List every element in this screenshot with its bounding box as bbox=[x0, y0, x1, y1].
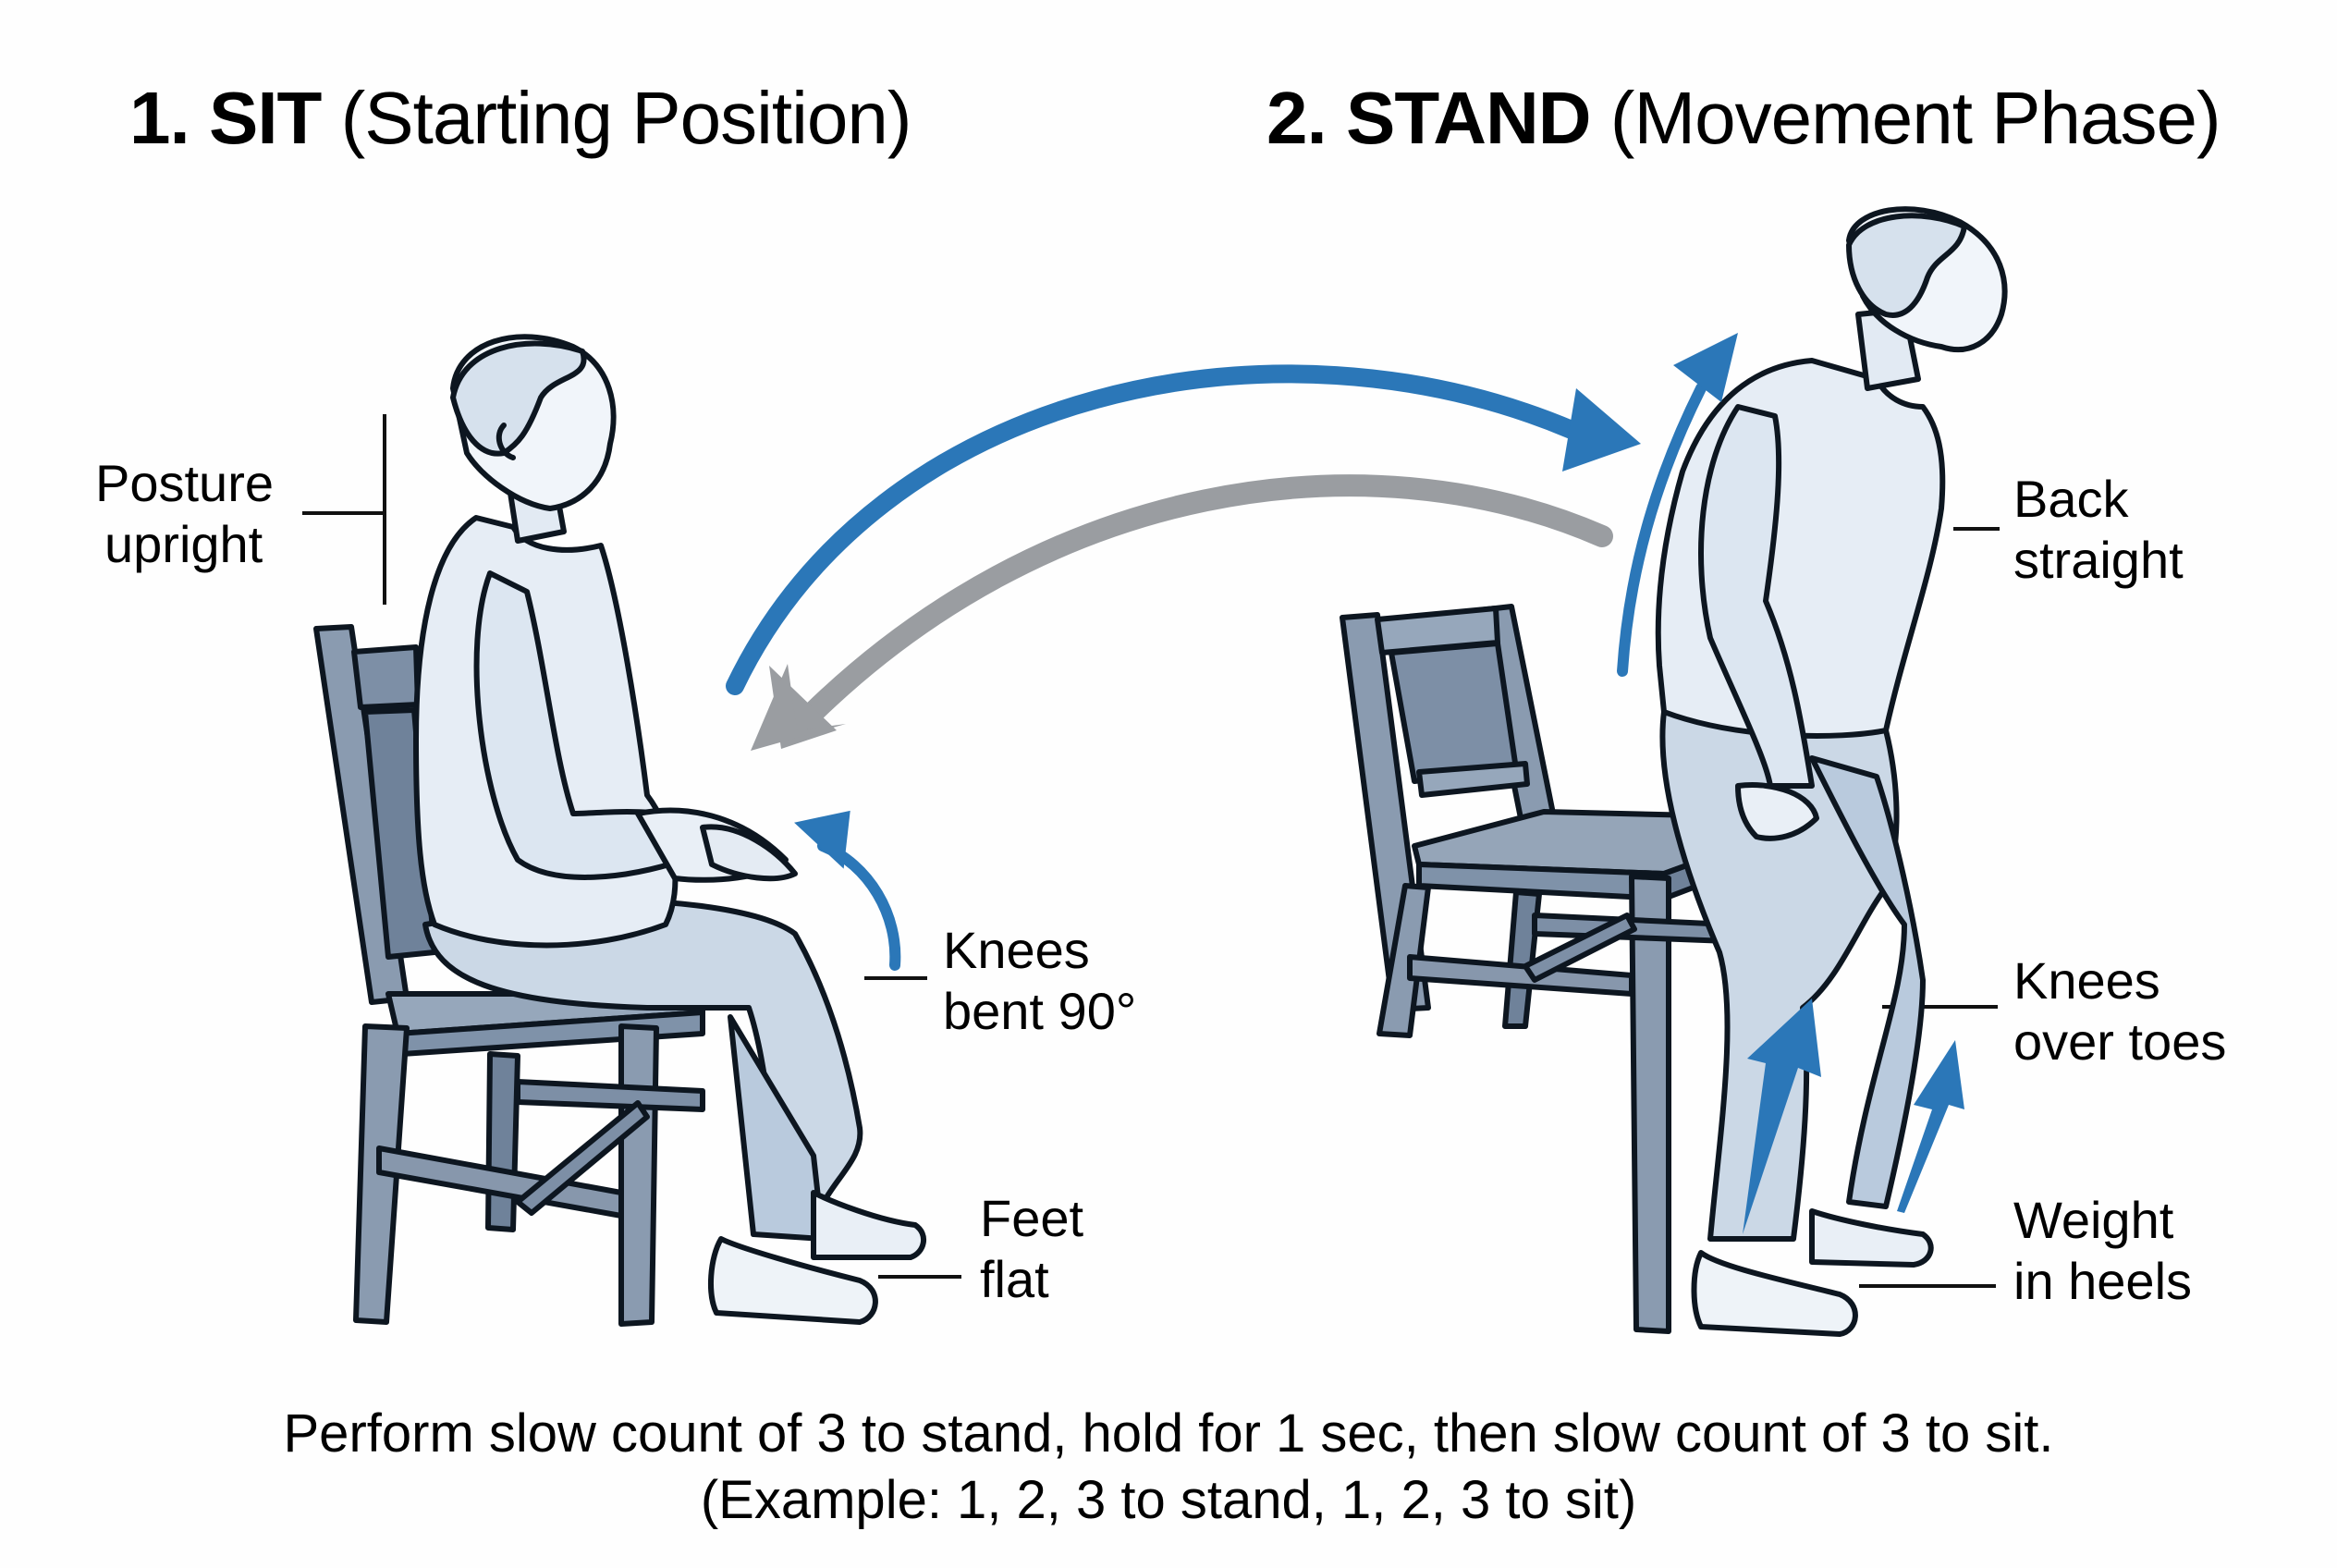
seated-person bbox=[413, 334, 926, 1325]
label-line: Posture bbox=[95, 454, 274, 512]
stand-up-arrow bbox=[726, 364, 1641, 695]
stand-step-number: 2. bbox=[1266, 77, 1328, 159]
instructions-line-1: Perform slow count of 3 to stand, hold f… bbox=[283, 1403, 2054, 1464]
sit-heading: 1. SIT (Starting Position) bbox=[129, 81, 912, 155]
label-line: straight bbox=[2013, 531, 2184, 589]
label-line: Knees bbox=[2013, 951, 2160, 1010]
instructions-line-2: (Example: 1, 2, 3 to stand, 1, 2, 3 to s… bbox=[700, 1470, 1637, 1530]
sit-step-subtitle: (Starting Position) bbox=[340, 77, 912, 159]
knee-rise-arrow-1 bbox=[1743, 998, 1821, 1234]
label-knees-over-toes: Knees over toes bbox=[2013, 950, 2226, 1072]
stand-step-title: STAND bbox=[1345, 77, 1592, 159]
knee-bend-arrow bbox=[794, 810, 901, 971]
knee-rise-arrow-2 bbox=[1897, 1040, 1964, 1213]
sit-step-number: 1. bbox=[129, 77, 190, 159]
label-line: flat bbox=[980, 1250, 1049, 1308]
back-rise-arrowhead bbox=[1673, 333, 1738, 402]
label-line: over toes bbox=[2013, 1012, 2227, 1071]
label-line: Back bbox=[2013, 470, 2129, 528]
label-weight-in-heels: Weight in heels bbox=[2013, 1190, 2192, 1312]
sit-down-arrow bbox=[751, 474, 1613, 751]
label-line: bent 90° bbox=[943, 982, 1137, 1040]
label-knees-bent: Knees bent 90° bbox=[943, 920, 1136, 1042]
label-feet-flat: Feet flat bbox=[980, 1188, 1083, 1310]
label-back-straight: Back straight bbox=[2013, 469, 2184, 591]
label-line: Knees bbox=[943, 921, 1090, 979]
instructions: Perform slow count of 3 to stand, hold f… bbox=[0, 1401, 2337, 1534]
label-line: upright bbox=[104, 515, 263, 573]
label-line: in heels bbox=[2013, 1252, 2193, 1310]
stand-heading: 2. STAND (Movement Phase) bbox=[1266, 81, 2221, 155]
rise-arrows bbox=[1617, 333, 1964, 1234]
label-line: Weight bbox=[2013, 1191, 2174, 1249]
label-posture-upright: Posture upright bbox=[95, 453, 274, 575]
stand-step-subtitle: (Movement Phase) bbox=[1609, 77, 2221, 159]
standing-person bbox=[1655, 206, 2008, 1337]
sit-step-title: SIT bbox=[208, 77, 322, 159]
label-line: Feet bbox=[980, 1189, 1084, 1247]
